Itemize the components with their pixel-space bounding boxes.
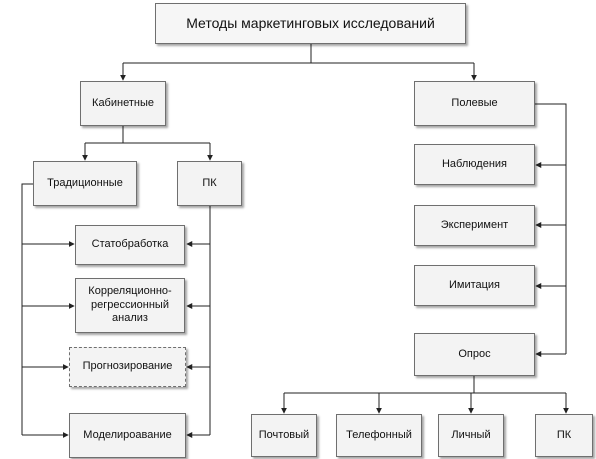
cabinet-node: Кабинетные [80,81,166,126]
traditional-label: Традиционные [47,176,123,189]
phone-label: Телефонный [346,428,412,441]
statprocessing-label: Статобработка [91,238,169,251]
forecasting-label: Прогнозирование [82,360,173,373]
postal-label: Почтовый [258,428,310,441]
postal-node: Почтовый [251,414,317,457]
survey-pc-node: ПК [535,414,593,457]
phone-node: Телефонный [336,414,422,457]
field-node: Полевые [414,81,535,126]
correlation-label-line2: регрессионный [91,298,169,311]
survey-pc-label: ПК [556,428,572,441]
title-label: Методы маркетинговых исследований [186,14,435,31]
correlation-node: Корреляционно- регрессионный анализ [75,278,185,333]
forecasting-node: Прогнозирование [69,347,186,387]
survey-label: Опрос [458,347,491,360]
statprocessing-node: Статобработка [75,225,185,265]
experiment-node: Эксперимент [414,205,535,246]
personal-label: Личный [451,428,491,441]
cabinet-label: Кабинетные [92,96,154,109]
experiment-label: Эксперимент [440,218,509,231]
field-label: Полевые [451,96,498,109]
imitation-label: Имитация [448,278,501,291]
survey-node: Опрос [414,333,535,376]
connector-field-bus [535,103,567,354]
correlation-label-line3: анализ [112,312,148,325]
correlation-label-line1: Корреляционно- [88,284,172,297]
pc-node: ПК [177,161,242,206]
personal-node: Личный [438,414,504,457]
traditional-node: Традиционные [33,161,137,206]
modeling-label: Моделироавание [83,428,172,441]
modeling-node: Моделироавание [69,413,186,458]
observation-node: Наблюдения [414,144,535,185]
imitation-node: Имитация [414,265,535,306]
observation-label: Наблюдения [441,157,507,170]
pc-label: ПК [202,176,217,189]
connector-traditional-bus [21,183,37,435]
title-node: Методы маркетинговых исследований [155,3,466,44]
